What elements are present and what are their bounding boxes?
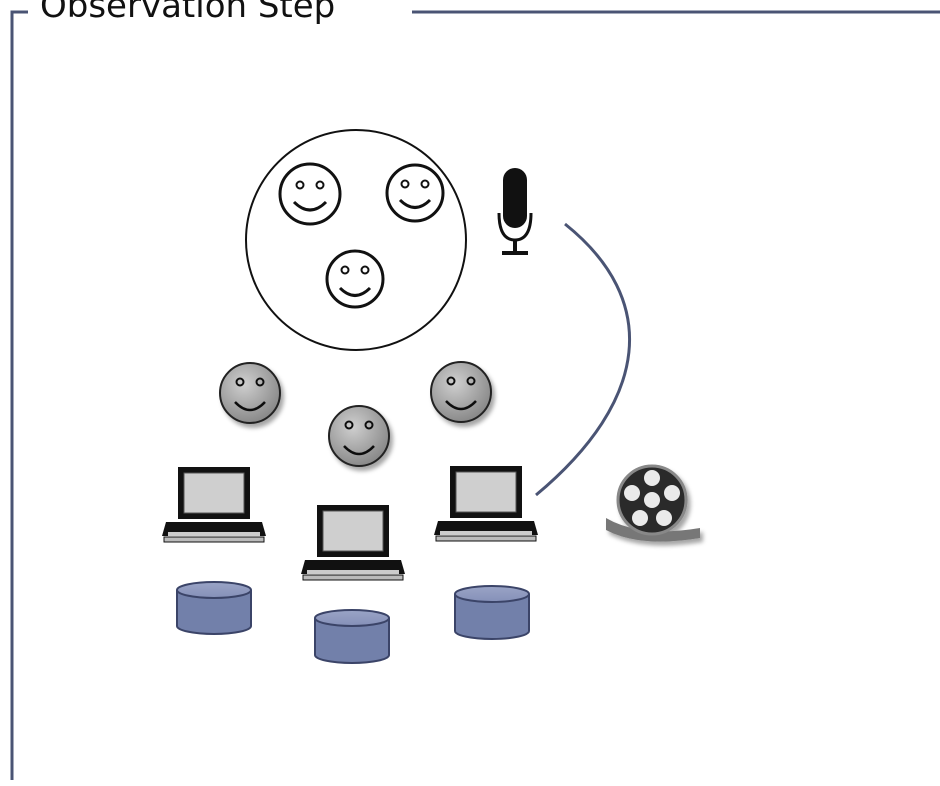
film-reel-icon: [606, 464, 700, 542]
connector-line: [535, 222, 632, 497]
laptop-icon: [162, 467, 266, 543]
group-circle: [245, 129, 467, 351]
microphone-icon: [497, 168, 533, 255]
group-face-1: [278, 162, 342, 226]
group-face-3: [325, 249, 385, 309]
participant-face-3: [328, 405, 390, 467]
group-face-2: [385, 163, 445, 223]
laptop-icon: [301, 505, 405, 581]
participant-face-2: [430, 361, 492, 423]
frame-border: [10, 10, 940, 780]
database-icon: [454, 585, 530, 640]
participant-face-1: [219, 362, 281, 424]
laptop-icon: [434, 466, 538, 542]
frame-title: Observation Step: [30, 0, 346, 28]
database-icon: [314, 609, 390, 664]
database-icon: [176, 581, 252, 635]
